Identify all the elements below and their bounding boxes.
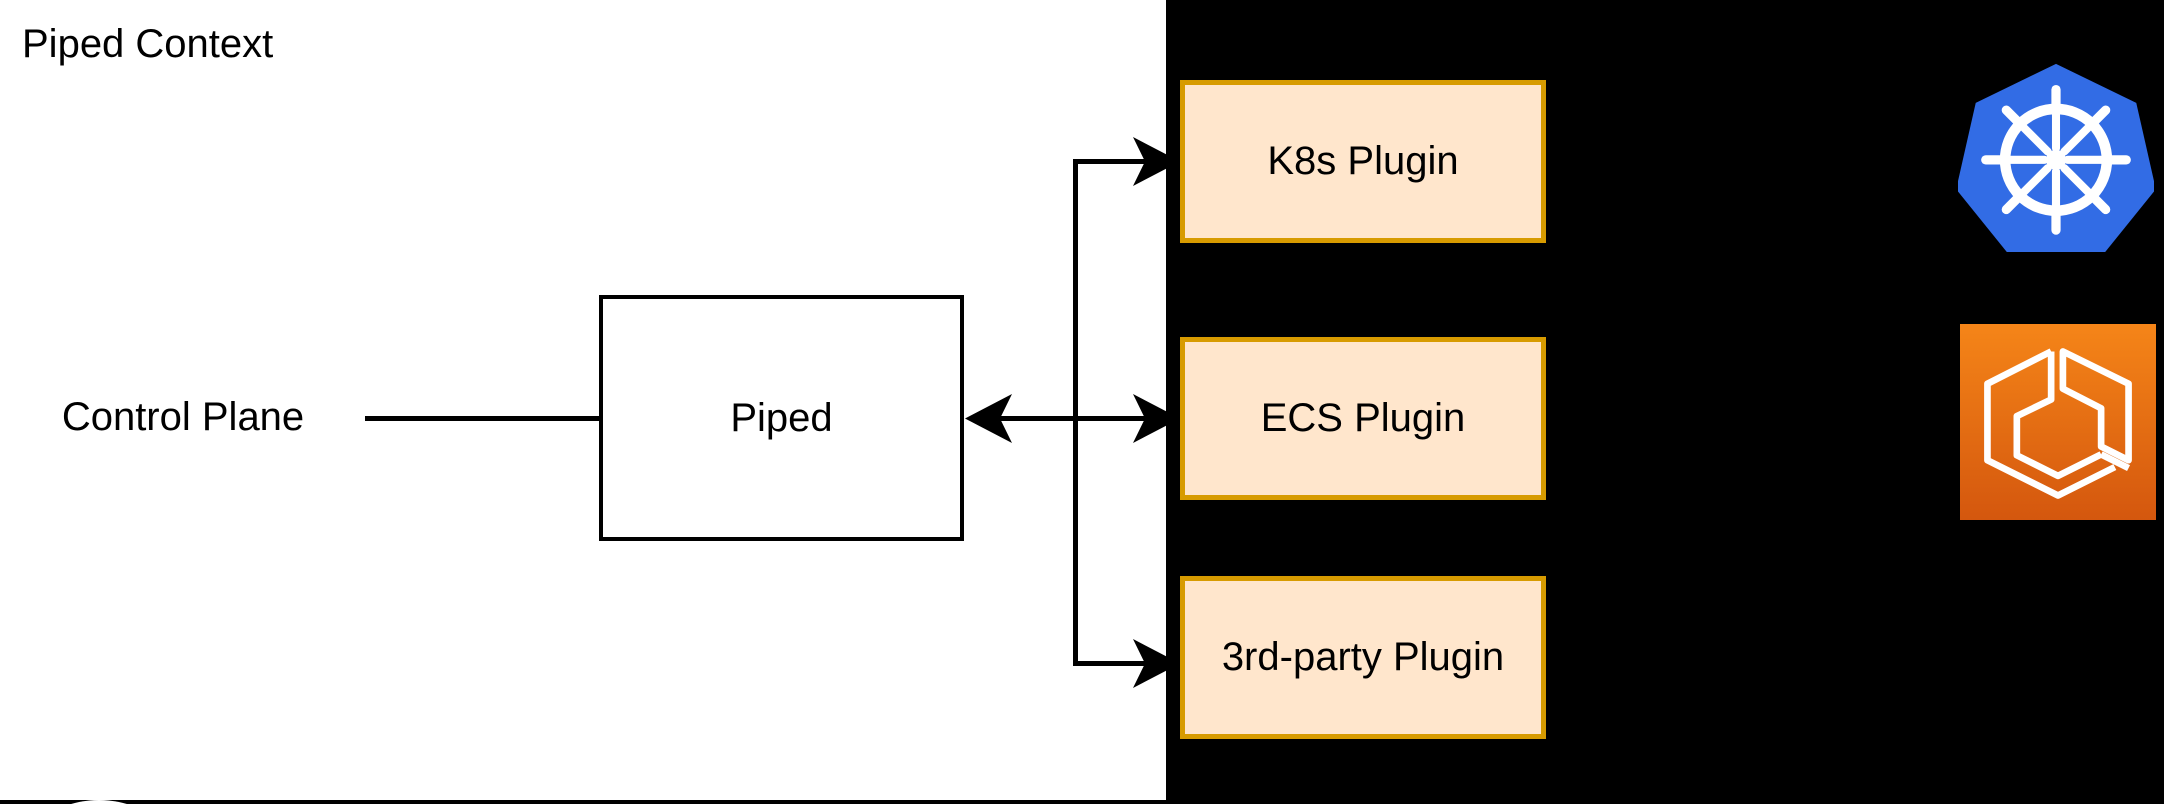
ecs-plugin-node[interactable]: ECS Plugin [1180, 337, 1546, 500]
k8s-plugin-node[interactable]: K8s Plugin [1180, 80, 1546, 243]
edge-trunk-to-third-party [1073, 661, 1145, 666]
control-plane-label: Control Plane [61, 394, 305, 439]
aws-ecs-logo-icon [1960, 324, 2156, 520]
control-plane-node[interactable]: Control Plane [0, 298, 366, 536]
ecs-plugin-label: ECS Plugin [1260, 396, 1466, 441]
piped-context-label: Piped Context [22, 22, 274, 66]
edge-trunk-to-ecs [972, 416, 1145, 421]
edge-ecs-plugin-to-aws-ecs [1546, 416, 1680, 421]
k8s-plugin-label: K8s Plugin [1267, 139, 1459, 184]
edge-branch-trunk [1073, 159, 1078, 663]
some-platform-node[interactable]: Some Platform [0, 800, 198, 804]
edge-trunk-to-k8s [1073, 159, 1145, 164]
edge-third-party-plugin-to-some-platform [1546, 661, 1680, 666]
piped-label: Piped [730, 395, 833, 440]
third-party-plugin-node[interactable]: 3rd-party Plugin [1180, 576, 1546, 739]
edge-k8s-plugin-to-kubernetes [1546, 159, 1680, 164]
kubernetes-logo-icon [1958, 63, 2154, 252]
piped-node[interactable]: Piped [599, 295, 964, 541]
third-party-plugin-label: 3rd-party Plugin [1221, 635, 1505, 680]
edge-control-plane-to-piped [365, 416, 601, 421]
